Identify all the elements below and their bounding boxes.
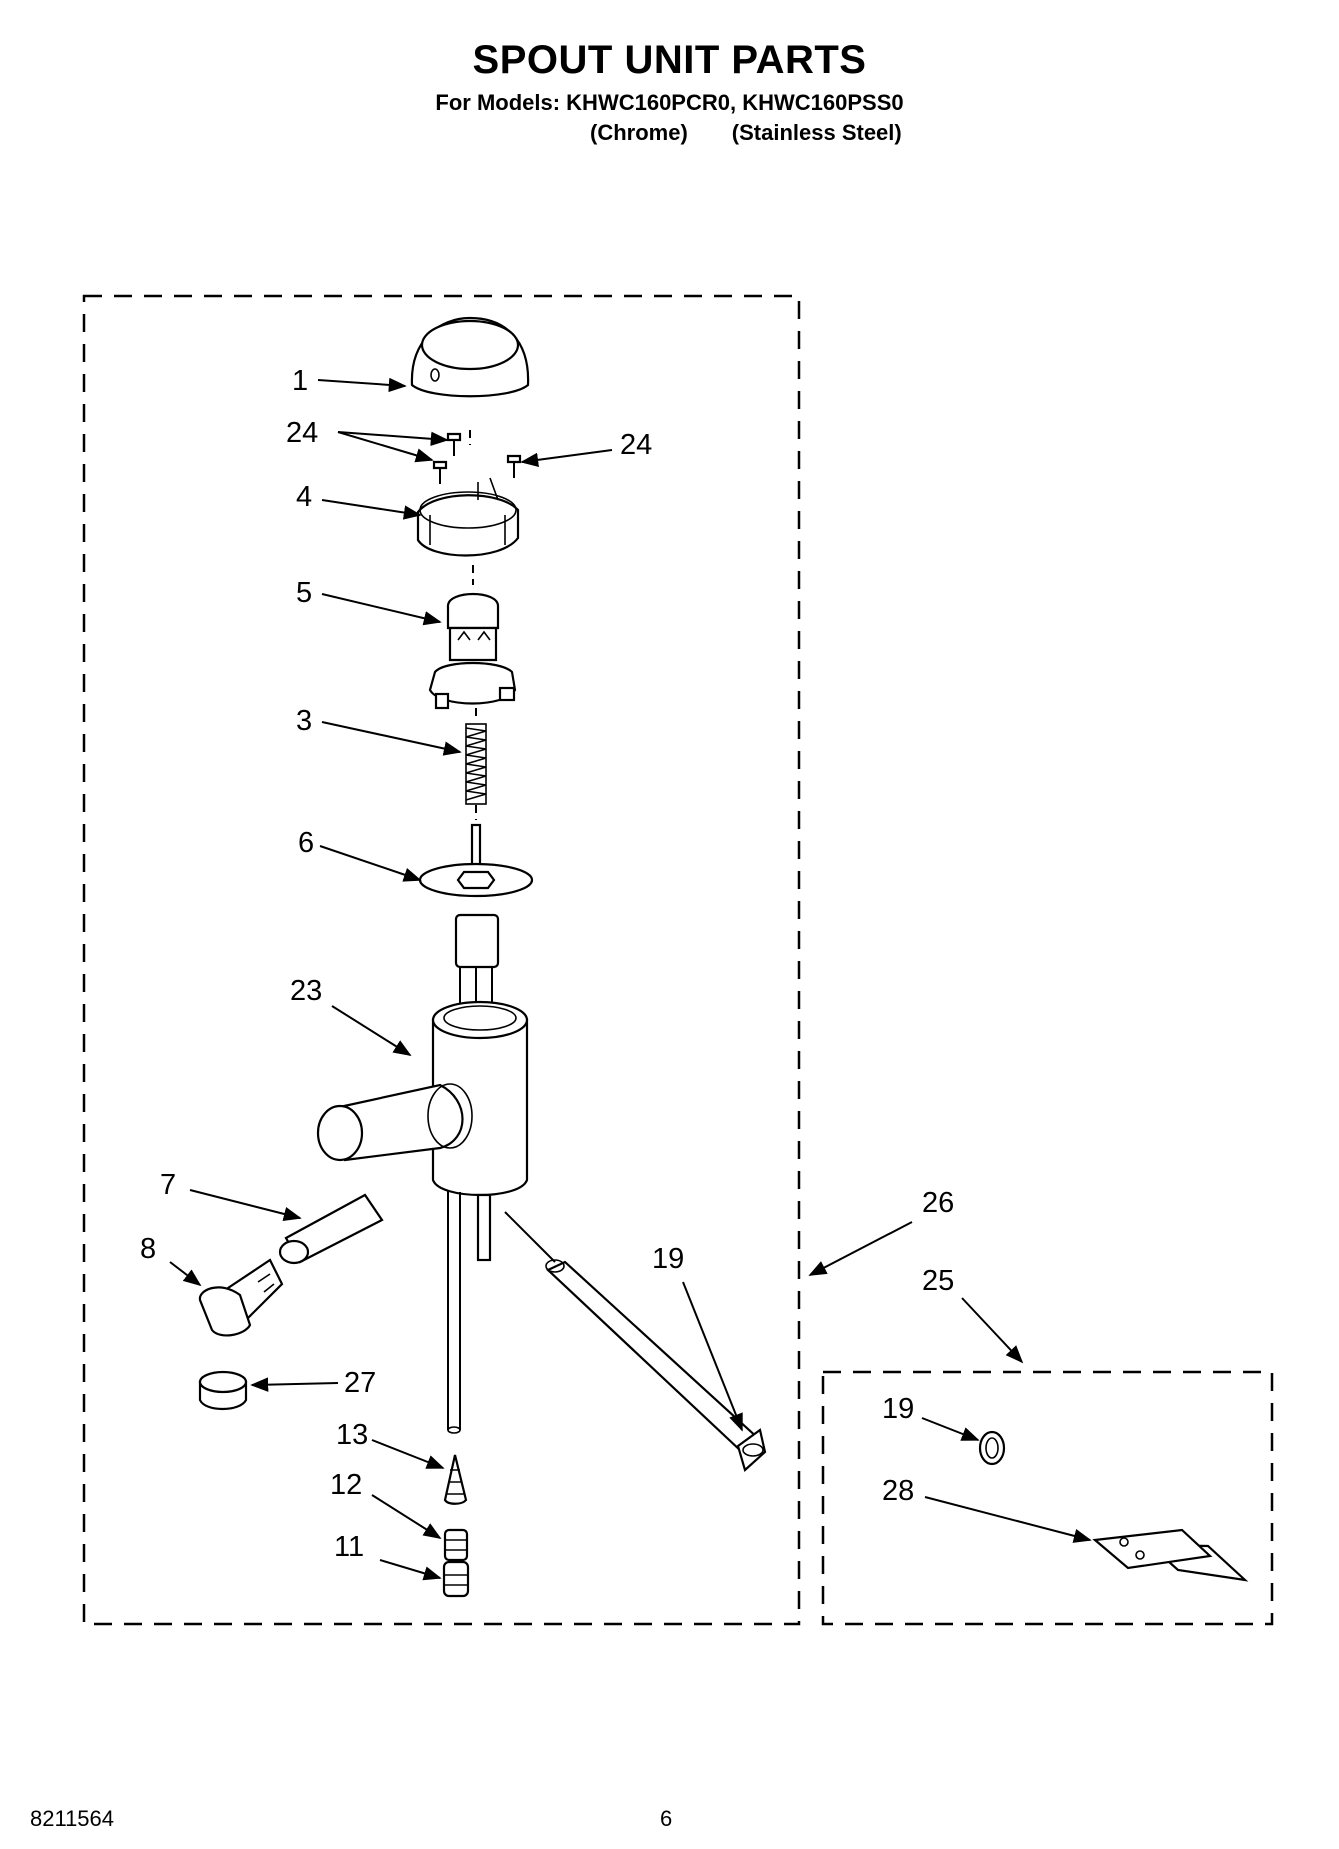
part-13-cone: [443, 1454, 468, 1505]
callout-13: 13: [336, 1419, 368, 1451]
part-19-clip: [978, 1430, 1006, 1466]
callout-4: 4: [296, 481, 312, 513]
document-number: 8211564: [30, 1806, 115, 1831]
callout-11: 11: [334, 1531, 364, 1563]
callout-8: 8: [140, 1233, 156, 1265]
finish-chrome: (Chrome): [590, 120, 688, 145]
kit-box: [821, 1370, 1274, 1626]
part-1-cap: [410, 316, 530, 398]
part-27-cap: [198, 1370, 248, 1411]
callout-19-clip: 19: [882, 1393, 914, 1425]
models-line: For Models: KHWC160PCR0, KHWC160PSS0: [435, 90, 904, 115]
callout-5: 5: [296, 577, 312, 609]
part-7-sleeve: [278, 1193, 384, 1265]
callout-3: 3: [296, 705, 312, 737]
callout-7: 7: [160, 1169, 176, 1201]
callout-25: 25: [922, 1265, 954, 1297]
callout-12: 12: [330, 1469, 362, 1501]
part-11-fitting: [442, 1560, 470, 1598]
part-3-spring: [465, 723, 487, 805]
leader-lines: [169, 377, 1092, 1581]
page-title: SPOUT UNIT PARTS: [472, 38, 867, 82]
finish-line: (Chrome) (Stainless Steel): [590, 120, 902, 146]
callout-24-left: 24: [286, 417, 318, 449]
part-28-labels: [1092, 1528, 1249, 1582]
callout-26: 26: [922, 1187, 954, 1219]
callout-1: 1: [292, 365, 308, 397]
part-4-bracket: [416, 477, 520, 557]
part-24-screws: [432, 432, 522, 484]
page-number: 6: [660, 1806, 673, 1831]
finish-stainless: (Stainless Steel): [731, 120, 902, 145]
callout-27: 27: [344, 1367, 376, 1399]
part-8-elbow: [198, 1258, 284, 1337]
callout-24-right: 24: [620, 429, 652, 461]
main-assembly-box: [82, 294, 801, 1626]
part-5-valve: [428, 592, 517, 710]
part-12-fitting: [443, 1528, 469, 1562]
callout-19-tube: 19: [652, 1243, 684, 1275]
callout-28: 28: [882, 1475, 914, 1507]
part-6-stem: [418, 823, 534, 1010]
callout-6: 6: [298, 827, 314, 859]
part-23-spout-body: [316, 1000, 529, 1434]
callout-23: 23: [290, 975, 322, 1007]
part-19-tube: [504, 1211, 767, 1472]
